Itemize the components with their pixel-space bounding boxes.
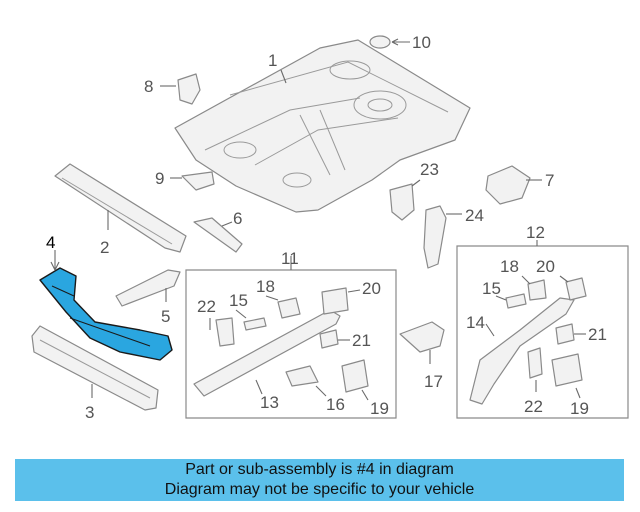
- callout-12: 12: [526, 223, 545, 242]
- part-18b-bracket: [527, 279, 547, 301]
- part-17-bracket: [399, 321, 445, 353]
- part-7-bracket: [485, 165, 531, 205]
- callout-10: 10: [412, 33, 431, 52]
- part-15b-clip: [505, 293, 527, 309]
- callout-22: 22: [197, 297, 216, 316]
- part-14-rail: [469, 297, 575, 405]
- part-8-bracket: [177, 73, 201, 105]
- part-1-floor-pan: [174, 39, 471, 213]
- callout-18b: 18: [500, 257, 519, 276]
- part-24-pillar: [423, 205, 447, 269]
- part-3-crossmember: [31, 325, 159, 411]
- part-22-bracket: [215, 317, 235, 347]
- callout-2: 2: [100, 238, 109, 257]
- callout-15: 15: [229, 291, 248, 310]
- part-22b-bracket: [527, 347, 543, 379]
- part-15-clip: [243, 317, 267, 331]
- callout-13: 13: [260, 393, 279, 412]
- banner-line-2: Diagram may not be specific to your vehi…: [164, 481, 475, 498]
- parts-diagram: 1 10 8 9 6 2 4 5 3: [31, 33, 629, 422]
- callout-11: 11: [281, 249, 299, 268]
- part-21b-clip: [555, 323, 575, 345]
- callout-21b: 21: [588, 325, 607, 344]
- callout-22b: 22: [524, 397, 543, 416]
- callout-20: 20: [362, 279, 381, 298]
- part-5-bracket: [115, 269, 181, 307]
- banner-line-1: Part or sub-assembly is #4 in diagram: [185, 461, 454, 478]
- part-13-rail: [193, 309, 341, 397]
- part-9-bracket: [181, 171, 215, 191]
- callout-24: 24: [465, 206, 484, 225]
- part-23-bracket: [389, 183, 415, 221]
- callout-15b: 15: [482, 279, 501, 298]
- leader-23: [411, 179, 421, 187]
- part-16-bracket: [285, 365, 319, 387]
- callout-5: 5: [161, 307, 170, 326]
- part-20b-bracket: [565, 277, 587, 301]
- leader-6: [221, 221, 233, 227]
- box-group-12: 12 14 15 18 20 21 22 19: [456, 223, 629, 419]
- callout-7: 7: [545, 171, 554, 190]
- callout-18: 18: [256, 277, 275, 296]
- part-21-clip: [319, 329, 339, 349]
- arrow-4: [50, 261, 60, 271]
- callout-9: 9: [155, 169, 164, 188]
- box-group-11: 11 13 22 15 18 20 21 16 19: [185, 249, 397, 419]
- callout-1: 1: [268, 51, 277, 70]
- part-19b-bracket: [551, 353, 583, 387]
- info-banner: Part or sub-assembly is #4 in diagram Di…: [15, 459, 624, 501]
- callout-23: 23: [420, 160, 439, 179]
- callout-8: 8: [144, 77, 153, 96]
- part-2-crossmember: [54, 163, 187, 253]
- arrow-10: [391, 38, 399, 46]
- part-19-bracket: [341, 359, 369, 393]
- part-18-bracket: [277, 297, 301, 319]
- part-20-bracket: [321, 287, 349, 315]
- callout-16: 16: [326, 395, 345, 414]
- part-10-plug: [369, 35, 391, 49]
- callout-20b: 20: [536, 257, 555, 276]
- part-4-rail-highlighted: [39, 267, 173, 361]
- callout-21: 21: [352, 331, 371, 350]
- leader-1: [280, 69, 287, 84]
- part-6-brace: [193, 217, 243, 253]
- callout-14: 14: [466, 313, 485, 332]
- callout-19: 19: [370, 399, 389, 418]
- callout-19b: 19: [570, 399, 589, 418]
- callout-6: 6: [233, 209, 242, 228]
- callout-4: 4: [46, 233, 55, 252]
- callout-17: 17: [424, 372, 443, 391]
- callout-3: 3: [85, 403, 94, 422]
